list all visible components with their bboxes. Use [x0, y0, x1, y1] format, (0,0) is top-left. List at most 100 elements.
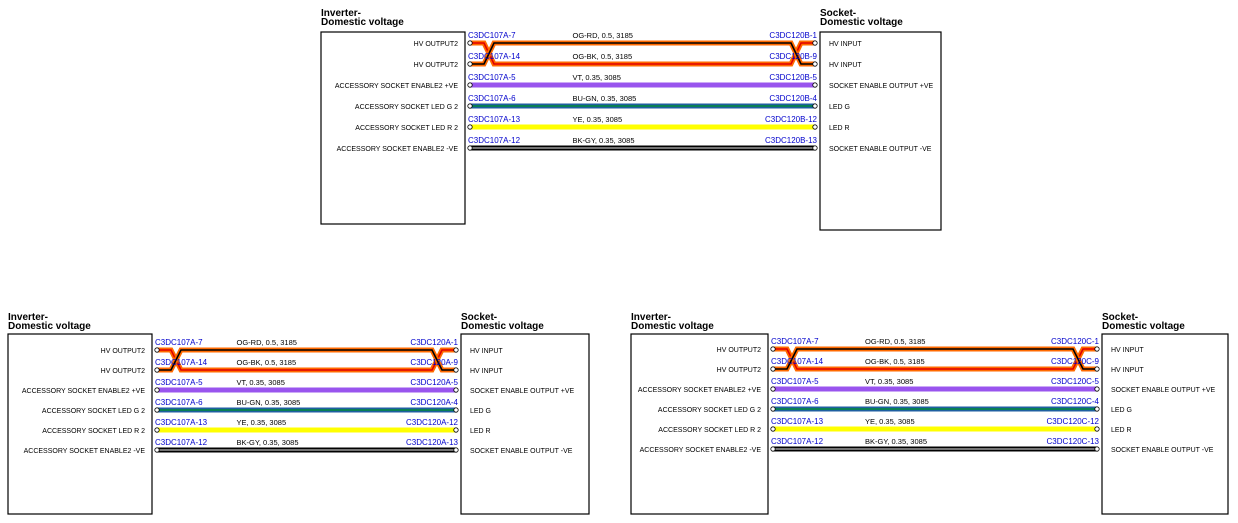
left-terminal [770, 446, 776, 452]
left-pin-label: C3DC107A-5 [771, 377, 819, 386]
right-pin-label: C3DC120B-1 [769, 31, 817, 40]
right-signal-name: SOCKET ENABLE OUTPUT -VE [829, 146, 932, 153]
left-title-line-2: Domestic voltage [8, 321, 91, 332]
right-pin-label: C3DC120C-12 [1047, 417, 1100, 426]
left-pin-label: C3DC107A-13 [155, 418, 208, 427]
right-terminal [812, 40, 818, 46]
wire-spec-label: OG-RD, 0.5, 3185 [237, 338, 297, 347]
right-signal-name: LED R [1111, 427, 1132, 434]
right-terminal [812, 103, 818, 109]
left-pin-label: C3DC107A-13 [771, 417, 824, 426]
right-terminal [1094, 386, 1100, 392]
left-terminal [770, 426, 776, 432]
right-pin-label: C3DC120C-1 [1051, 337, 1100, 346]
wire-og-rd-outer [470, 40, 815, 67]
left-terminal [770, 406, 776, 412]
right-pin-label: C3DC120B-12 [765, 115, 818, 124]
left-title-line-1: Inverter- [8, 312, 48, 323]
left-signal-name: HV OUTPUT2 [101, 348, 145, 355]
right-pin-label: C3DC120C-9 [1051, 357, 1100, 366]
right-pin-label: C3DC120A-12 [406, 418, 459, 427]
left-pin-label: C3DC107A-6 [468, 94, 516, 103]
right-pin-label: C3DC120A-4 [410, 398, 458, 407]
wire-spec-label: OG-RD, 0.5, 3185 [573, 31, 633, 40]
wire-og-rd-stripe [157, 349, 456, 371]
wire-spec-label: VT, 0.35, 3085 [865, 377, 913, 386]
socket-box [819, 31, 942, 231]
left-signal-name: ACCESSORY SOCKET LED R 2 [42, 428, 145, 435]
right-signal-name: SOCKET ENABLE OUTPUT -VE [1111, 447, 1214, 454]
left-pin-label: C3DC107A-12 [771, 437, 824, 446]
right-terminal [1094, 366, 1100, 372]
right-title-line-2: Domestic voltage [1102, 321, 1185, 332]
left-terminal [467, 103, 473, 109]
right-signal-name: HV INPUT [829, 62, 862, 69]
left-signal-name: ACCESSORY SOCKET ENABLE2 -VE [24, 448, 146, 455]
right-pin-label: C3DC120B-13 [765, 136, 818, 145]
left-signal-name: ACCESSORY SOCKET ENABLE2 +VE [335, 83, 458, 90]
right-signal-name: LED G [829, 104, 850, 111]
left-pin-label: C3DC107A-7 [468, 31, 516, 40]
right-signal-name: HV INPUT [470, 368, 503, 375]
right-pin-label: C3DC120A-5 [410, 378, 458, 387]
left-pin-label: C3DC107A-14 [771, 357, 824, 366]
left-terminal [770, 386, 776, 392]
right-terminal [1094, 346, 1100, 352]
wire-og-rd-stripe [470, 42, 815, 65]
wire-spec-label: OG-BK, 0.5, 3185 [237, 358, 297, 367]
left-terminal [770, 366, 776, 372]
left-terminal [467, 61, 473, 67]
left-signal-name: ACCESSORY SOCKET ENABLE2 +VE [638, 387, 761, 394]
right-terminal [453, 427, 459, 433]
left-pin-label: C3DC107A-6 [155, 398, 203, 407]
left-pin-label: C3DC107A-5 [155, 378, 203, 387]
left-terminal [467, 145, 473, 151]
left-title-line-1: Inverter- [321, 8, 361, 19]
wire-og-bk-stripe [470, 42, 815, 65]
right-signal-name: SOCKET ENABLE OUTPUT +VE [1111, 387, 1216, 394]
left-terminal [154, 387, 160, 393]
right-terminal [453, 387, 459, 393]
inverter-box [320, 31, 466, 225]
right-signal-name: LED R [829, 125, 850, 132]
socket-box [460, 333, 590, 515]
left-terminal [154, 407, 160, 413]
left-pin-label: C3DC107A-12 [155, 438, 208, 447]
right-terminal [812, 145, 818, 151]
wire-og-bk-stripe [157, 349, 456, 371]
right-signal-name: LED G [1111, 407, 1132, 414]
left-signal-name: ACCESSORY SOCKET LED G 2 [658, 407, 761, 414]
right-pin-label: C3DC120B-4 [769, 94, 817, 103]
left-signal-name: ACCESSORY SOCKET ENABLE2 +VE [22, 388, 145, 395]
left-pin-label: C3DC107A-6 [771, 397, 819, 406]
socket-box [1101, 333, 1229, 515]
left-terminal [154, 427, 160, 433]
right-signal-name: SOCKET ENABLE OUTPUT +VE [470, 388, 575, 395]
right-pin-label: C3DC120B-5 [769, 73, 817, 82]
right-signal-name: HV INPUT [470, 348, 503, 355]
left-signal-name: ACCESSORY SOCKET LED R 2 [355, 125, 458, 132]
left-signal-name: HV OUTPUT2 [414, 41, 458, 48]
left-title-line-2: Domestic voltage [631, 321, 714, 332]
left-terminal [467, 40, 473, 46]
wire-spec-label: OG-BK, 0.5, 3185 [865, 357, 925, 366]
wire-spec-label: BU-GN, 0.35, 3085 [865, 397, 929, 406]
left-signal-name: HV OUTPUT2 [414, 62, 458, 69]
wire-spec-label: BK-GY, 0.35, 3085 [865, 437, 927, 446]
left-pin-label: C3DC107A-7 [771, 337, 819, 346]
right-pin-label: C3DC120C-13 [1047, 437, 1100, 446]
inverter-box [7, 333, 153, 515]
left-pin-label: C3DC107A-5 [468, 73, 516, 82]
wire-spec-label: YE, 0.35, 3085 [573, 115, 623, 124]
left-signal-name: ACCESSORY SOCKET LED G 2 [355, 104, 458, 111]
left-signal-name: HV OUTPUT2 [717, 347, 761, 354]
right-terminal [453, 367, 459, 373]
wire-og-rd-stripe [773, 348, 1097, 370]
right-title-line-1: Socket- [461, 312, 497, 323]
wire-spec-label: OG-RD, 0.5, 3185 [865, 337, 925, 346]
wire-og-bk-stripe [773, 348, 1097, 370]
right-terminal [453, 407, 459, 413]
left-signal-name: ACCESSORY SOCKET ENABLE2 -VE [337, 146, 459, 153]
right-signal-name: LED R [470, 428, 491, 435]
